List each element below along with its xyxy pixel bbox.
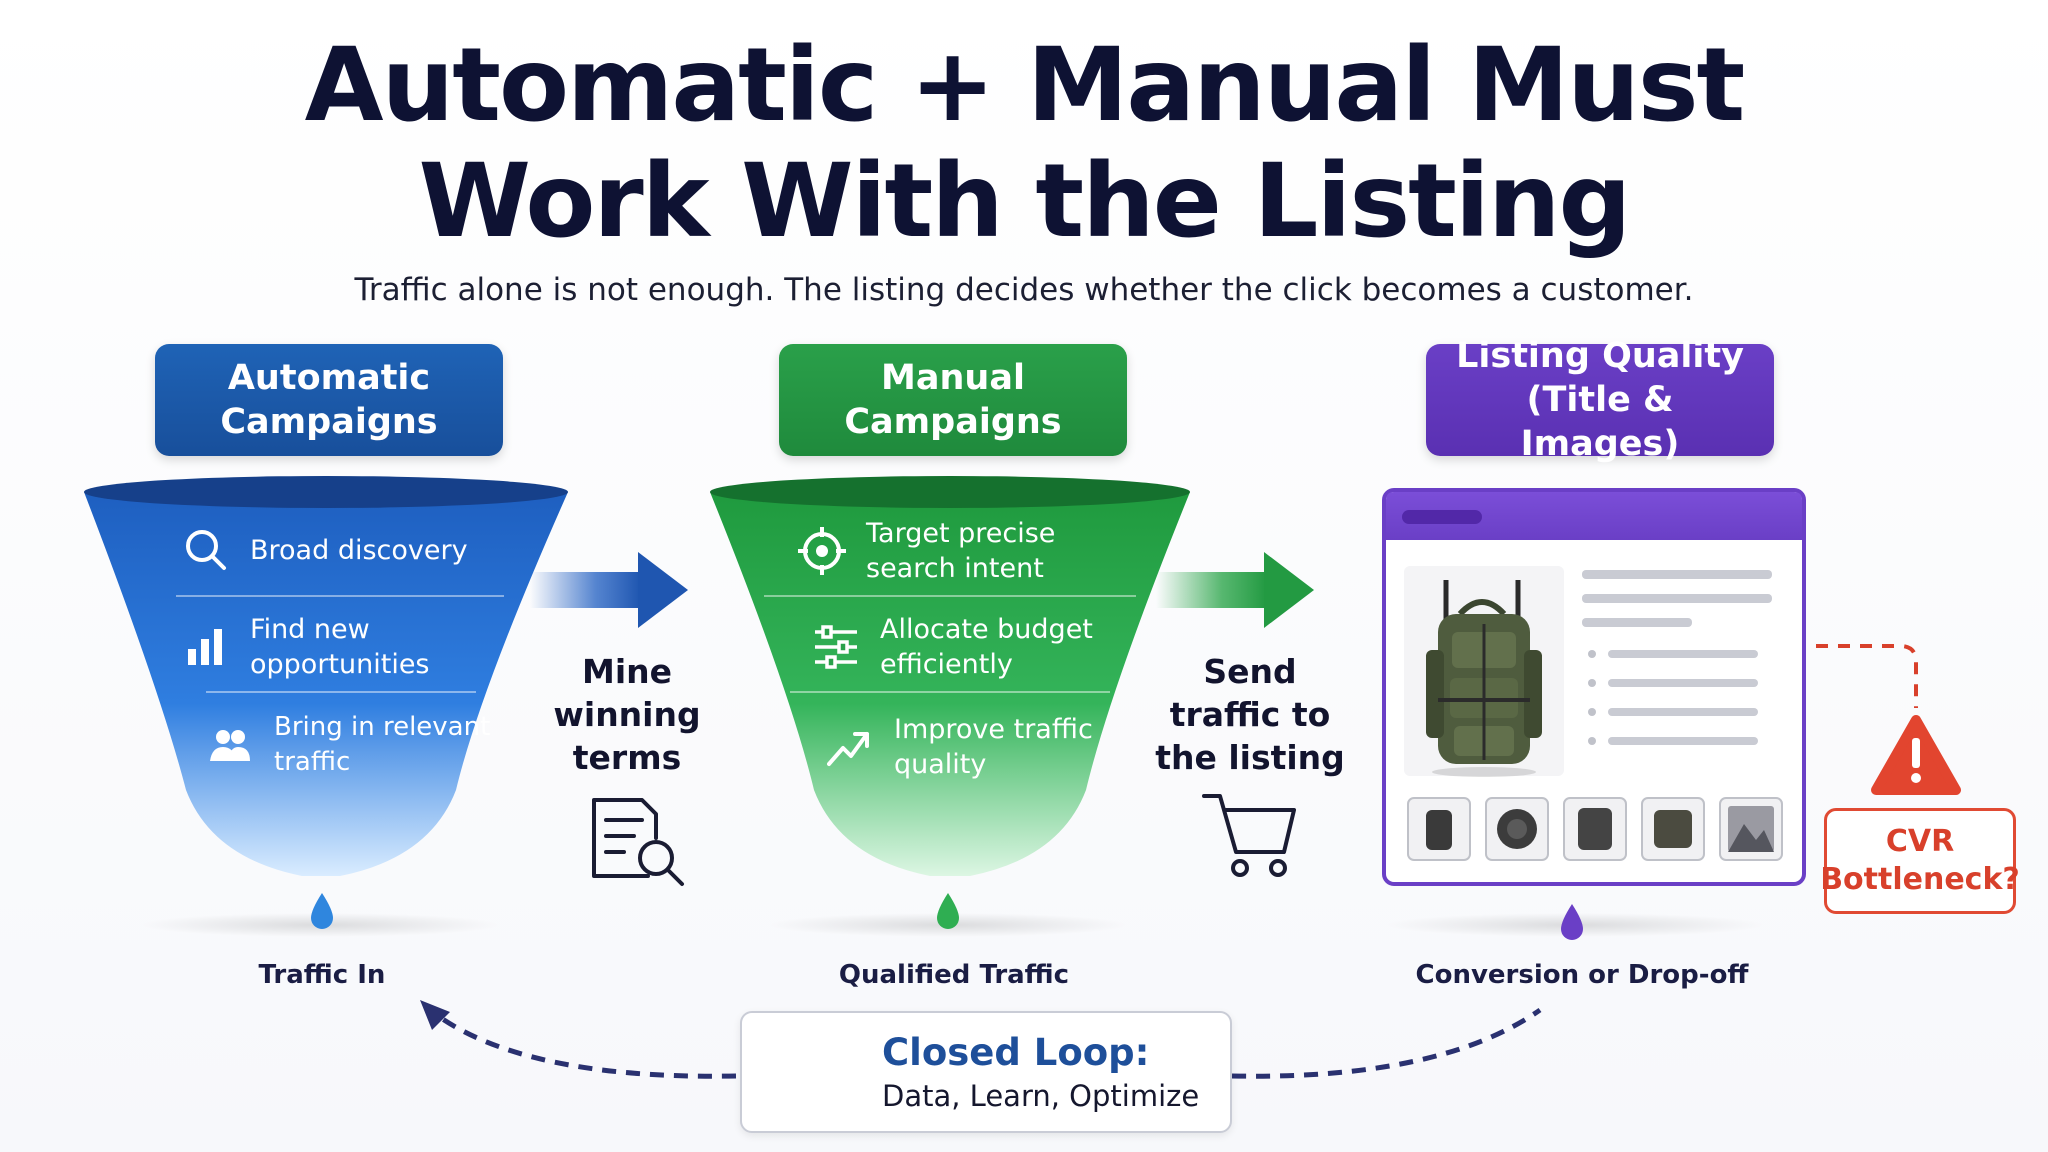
header-line: (Title & Images) [1520, 380, 1680, 464]
conversion-drop-icon [1561, 904, 1583, 940]
cvr-line: Bottleneck? [1820, 862, 2020, 897]
item-text: efficiently [880, 649, 1013, 680]
mine-terms-label: Mine winning terms [540, 650, 714, 779]
document-search-icon [592, 798, 684, 886]
item-text: Find new [250, 614, 370, 645]
label-line: terms [572, 738, 682, 777]
header-line: Listing Quality [1456, 336, 1744, 376]
label-line: Mine [581, 652, 673, 691]
page-subtitle: Traffic alone is not enough. The listing… [354, 272, 1694, 308]
target-icon [796, 525, 848, 577]
auto-item-relevant-traffic: Bring in relevant traffic [204, 710, 490, 780]
label-line: the listing [1155, 738, 1345, 777]
auto-item-broad-discovery: Broad discovery [180, 524, 468, 576]
listing-quality-header: Listing Quality (Title & Images) [1426, 336, 1774, 464]
page-title: Automatic + Manual Must Work With the Li… [0, 28, 2048, 260]
backpack-image [1426, 580, 1542, 777]
search-icon [180, 524, 232, 576]
loop-arrowhead [420, 1000, 450, 1030]
loop-arrow-left [428, 1008, 737, 1079]
users-icon [204, 719, 256, 771]
item-text: opportunities [250, 649, 430, 680]
closed-loop-box: Closed Loop: Data, Learn, Optimize [740, 1011, 1232, 1133]
closed-loop-title: Closed Loop: [882, 1031, 1150, 1074]
title-line-2: Work With the Listing [418, 142, 1631, 261]
item-text: Bring in relevant [274, 712, 491, 742]
label-line: winning [553, 695, 701, 734]
item-text: Target precise [866, 518, 1056, 549]
cvr-bottleneck-badge: CVR Bottleneck? [1820, 808, 2020, 914]
item-text: Broad discovery [250, 534, 468, 566]
automatic-funnel [84, 476, 568, 929]
bar-chart-icon [180, 621, 232, 673]
header-line: Campaigns [844, 402, 1062, 442]
item-text: search intent [866, 553, 1044, 584]
cvr-line: CVR [1885, 824, 1955, 859]
auto-item-find-opportunities: Find new opportunities [180, 612, 430, 682]
manual-funnel [710, 476, 1190, 929]
label-line: traffic to [1169, 695, 1331, 734]
shopping-cart-icon [1202, 794, 1296, 877]
sliders-icon [810, 621, 862, 673]
arrow-to-manual [530, 552, 688, 628]
automatic-campaigns-header: Automatic Campaigns [155, 344, 503, 456]
header-line: Automatic [227, 358, 431, 398]
label-line: Send [1203, 652, 1297, 691]
item-text: Allocate budget [880, 614, 1093, 645]
trend-up-icon [824, 721, 876, 773]
header-line: Manual [881, 358, 1025, 398]
manual-campaigns-header: Manual Campaigns [779, 344, 1127, 456]
conversion-label: Conversion or Drop-off [1415, 960, 1749, 990]
header-line: Campaigns [220, 402, 438, 442]
item-text: Improve traffic [894, 714, 1093, 745]
item-text: traffic [274, 747, 351, 777]
manual-item-target-intent: Target precise search intent [796, 516, 1055, 586]
traffic-drop-icon [311, 893, 333, 929]
title-line-1: Automatic + Manual Must [304, 26, 1746, 145]
traffic-drop-icon [937, 893, 959, 929]
qualified-traffic-label: Qualified Traffic [838, 960, 1070, 990]
closed-loop-subtitle: Data, Learn, Optimize [882, 1079, 1200, 1113]
item-text: quality [894, 749, 987, 780]
manual-item-allocate-budget: Allocate budget efficiently [810, 612, 1093, 682]
manual-item-improve-quality: Improve traffic quality [824, 712, 1093, 782]
listing-browser-window [1382, 488, 1806, 940]
arrow-to-listing [1156, 552, 1314, 628]
cvr-connector [1816, 644, 1918, 708]
traffic-in-label: Traffic In [258, 960, 386, 990]
thumbnail-row [1407, 797, 1783, 861]
warning-icon [1871, 715, 1961, 795]
loop-arrow-right [1231, 1007, 1542, 1079]
send-traffic-label: Send traffic to the listing [1150, 650, 1350, 779]
